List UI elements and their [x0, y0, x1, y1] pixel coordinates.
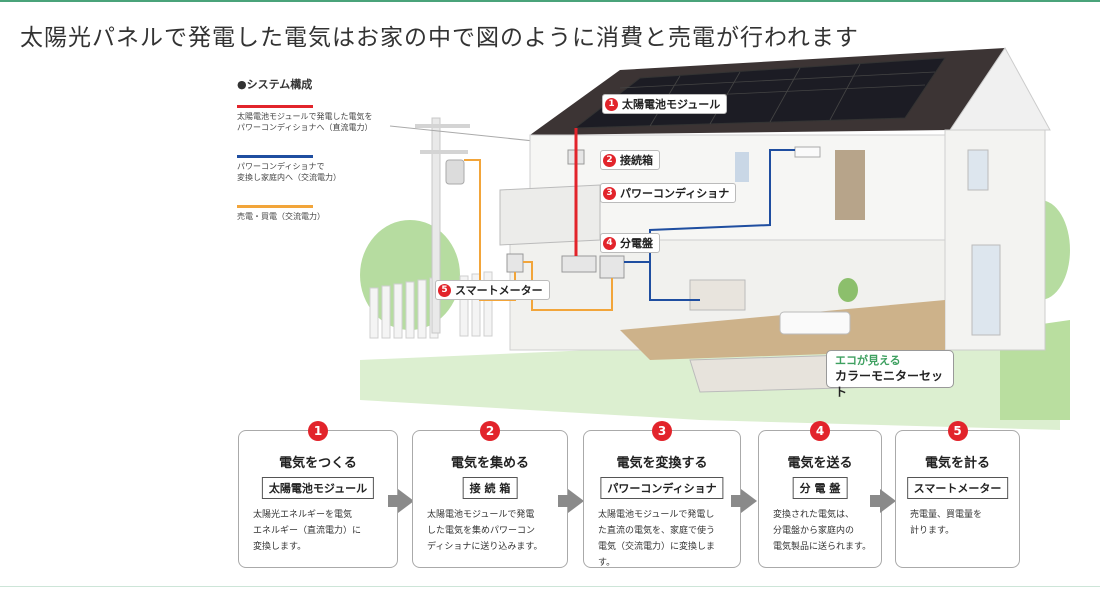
- color-monitor-label: エコが見える カラーモニターセット: [826, 350, 954, 399]
- step-number: 1: [308, 421, 328, 441]
- ac-wire: [624, 149, 795, 263]
- callout-distribution-board: 4 分電盤: [600, 233, 660, 253]
- callout-solar-module: 1 太陽電池モジュール: [602, 94, 728, 114]
- callout-junction-box: 2 接続箱: [600, 150, 660, 170]
- step-description: 変換された電気は、 分電盤から家庭内の 電気製品に送られます。: [773, 510, 872, 552]
- window-right-2: [971, 244, 1001, 336]
- step-heading: 電気を変換する: [616, 456, 708, 471]
- step-component-name: 接 続 箱: [462, 477, 518, 499]
- pole-crossarm-2: [420, 150, 468, 154]
- step-card-2: 2 電気を集める 接 続 箱 太陽電池モジュールで発電 した電気を集めパワーコン…: [412, 421, 568, 568]
- callout-power-conditioner: 3 パワーコンディショナ: [600, 183, 737, 203]
- fence: [369, 271, 493, 339]
- callout-number: 4: [603, 236, 616, 250]
- legend-text: 太陽電池モジュールで発電した電気を パワーコンディショナへ（直流電力）: [237, 112, 373, 132]
- legend-text: パワーコンディショナで 変換し家庭内へ（交流電力）: [237, 162, 341, 182]
- callout-number: 1: [605, 97, 618, 111]
- step-component-name: スマートメーター: [906, 477, 1009, 499]
- step-heading: 電気を集める: [450, 456, 529, 471]
- monitor-set-text: カラーモニターセット: [835, 369, 944, 399]
- grid-wire-2: [523, 261, 613, 311]
- page-title: 太陽光パネルで発電した電気はお家の中で図のように消費と売電が行われます: [20, 25, 859, 51]
- step-number: 5: [947, 421, 968, 441]
- window-right-1: [967, 149, 989, 191]
- step-component-name: 分 電 盤: [792, 477, 848, 499]
- pole-crossarm-1: [415, 124, 470, 128]
- distribution-board: [599, 255, 625, 279]
- callout-label: 接続箱: [620, 154, 653, 167]
- callout-label: パワーコンディショナ: [620, 187, 730, 200]
- step-description: 太陽光エネルギーを電気 エネルギー（直流電力）に 変換します。: [253, 510, 362, 552]
- step-number: 3: [652, 421, 672, 441]
- callout-label: 分電盤: [620, 237, 653, 250]
- step-description: 太陽電池モジュールで発電し た直流の電気を、家庭で使う 電気（交流電力）に変換し…: [598, 510, 716, 568]
- step-card-5: 5 電気を計る スマートメーター 売電量、買電量を 計ります。: [895, 421, 1020, 568]
- flow-arrow: [870, 489, 896, 513]
- step-heading: 電気を送る: [787, 456, 853, 471]
- legend-title: ●システム構成: [237, 78, 313, 91]
- step-component-name: 太陽電池モジュール: [261, 477, 375, 499]
- top-accent-line: [0, 0, 1100, 2]
- callout-number: 5: [438, 283, 451, 297]
- flow-arrow: [731, 489, 757, 513]
- legend-line-orange: [237, 205, 313, 208]
- callout-label: 太陽電池モジュール: [622, 98, 721, 111]
- flow-arrow: [388, 489, 414, 513]
- flow-arrow: [558, 489, 584, 513]
- callout-number: 3: [603, 186, 616, 200]
- sofa: [779, 311, 851, 335]
- aircon: [794, 146, 821, 158]
- legend-line-red: [237, 105, 313, 108]
- window-1: [735, 152, 749, 182]
- legend-item-dc: 太陽電池モジュールで発電した電気を パワーコンディショナへ（直流電力）: [237, 105, 407, 133]
- utility-pole: [431, 117, 441, 334]
- step-description: 売電量、買電量を 計ります。: [910, 510, 983, 536]
- legend-line-blue: [237, 155, 313, 158]
- step-heading: 電気をつくる: [279, 456, 357, 471]
- legend-item-ac: パワーコンディショナで 変換し家庭内へ（交流電力）: [237, 155, 407, 183]
- bottom-divider: [0, 586, 1100, 587]
- pole-transformer: [445, 159, 465, 185]
- step-component-name: パワーコンディショナ: [600, 477, 724, 499]
- door-upper: [835, 150, 865, 220]
- power-conditioner: [561, 255, 597, 273]
- callout-number: 2: [603, 153, 616, 167]
- legend-text: 売電・買電（交流電力）: [237, 212, 325, 221]
- step-card-3: 3 電気を変換する パワーコンディショナ 太陽電池モジュールで発電し た直流の電…: [583, 421, 741, 568]
- callout-label: スマートメーター: [455, 284, 543, 297]
- step-number: 4: [810, 421, 830, 441]
- kitchen: [689, 279, 746, 311]
- step-number: 2: [480, 421, 500, 441]
- step-card-1: 1 電気をつくる 太陽電池モジュール 太陽光エネルギーを電気 エネルギー（直流電…: [238, 421, 398, 568]
- step-heading: 電気を計る: [924, 456, 990, 471]
- legend-item-grid: 売電・買電（交流電力）: [237, 205, 407, 222]
- step-card-4: 4 電気を送る 分 電 盤 変換された電気は、 分電盤から家庭内の 電気製品に送…: [758, 421, 882, 568]
- plant: [838, 278, 858, 302]
- ac-wire-2: [649, 262, 700, 301]
- callout-smart-meter: 5 スマートメーター: [435, 280, 550, 300]
- smart-meter-box: [506, 253, 524, 273]
- step-description: 太陽電池モジュールで発電 した電気を集めパワーコン ディショナに送り込みます。: [427, 510, 543, 552]
- balcony: [499, 184, 601, 246]
- eco-text: エコが見える: [835, 354, 901, 367]
